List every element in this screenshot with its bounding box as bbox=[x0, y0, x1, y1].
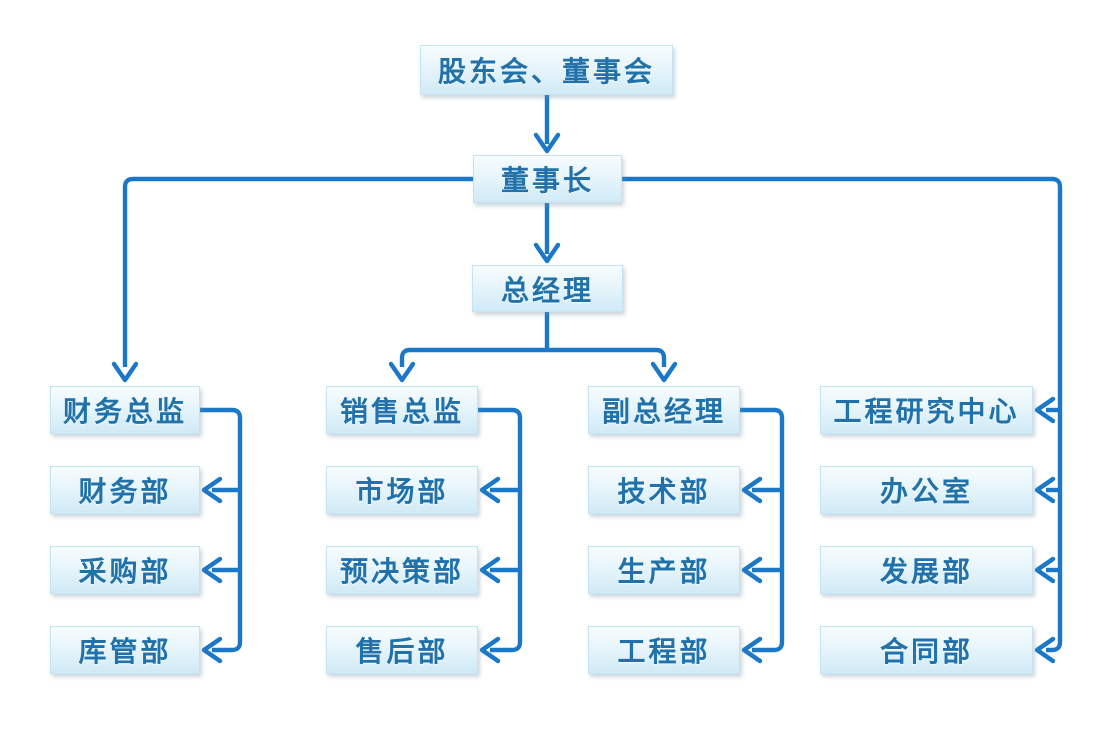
node-warehouse-dept: 库管部 bbox=[50, 626, 200, 674]
node-marketing-dept: 市场部 bbox=[326, 466, 478, 514]
node-development-dept: 发展部 bbox=[820, 546, 1033, 594]
node-sales-director: 销售总监 bbox=[326, 386, 478, 434]
node-technical-dept: 技术部 bbox=[588, 466, 740, 514]
connector-deputy-gm-column bbox=[740, 407, 785, 664]
node-engineering-dept: 工程部 bbox=[588, 626, 740, 674]
connector-chairman-to-research-center-column bbox=[622, 176, 1063, 664]
node-finance-dept: 财务部 bbox=[50, 466, 200, 514]
node-office: 办公室 bbox=[820, 466, 1033, 514]
node-general-manager: 总经理 bbox=[472, 265, 623, 312]
node-budget-decision-dept: 预决策部 bbox=[326, 546, 478, 594]
node-purchasing-dept: 采购部 bbox=[50, 546, 200, 594]
node-production-dept: 生产部 bbox=[588, 546, 740, 594]
connector-sales-column bbox=[478, 407, 523, 664]
node-contract-dept: 合同部 bbox=[820, 626, 1033, 674]
node-deputy-general-manager: 副总经理 bbox=[588, 386, 740, 434]
connector-gm-split bbox=[388, 312, 678, 383]
node-engineering-research-center: 工程研究中心 bbox=[820, 386, 1033, 434]
node-finance-director: 财务总监 bbox=[50, 386, 200, 434]
arrow-root-to-chairman bbox=[533, 95, 561, 154]
connector-finance-column bbox=[200, 407, 243, 664]
node-chairman: 董事长 bbox=[473, 155, 622, 203]
arrow-chairman-to-general-manager bbox=[533, 203, 561, 264]
node-after-sales-dept: 售后部 bbox=[326, 626, 478, 674]
connector-chairman-to-finance-director bbox=[111, 176, 473, 383]
node-shareholders-board: 股东会、董事会 bbox=[420, 45, 673, 95]
